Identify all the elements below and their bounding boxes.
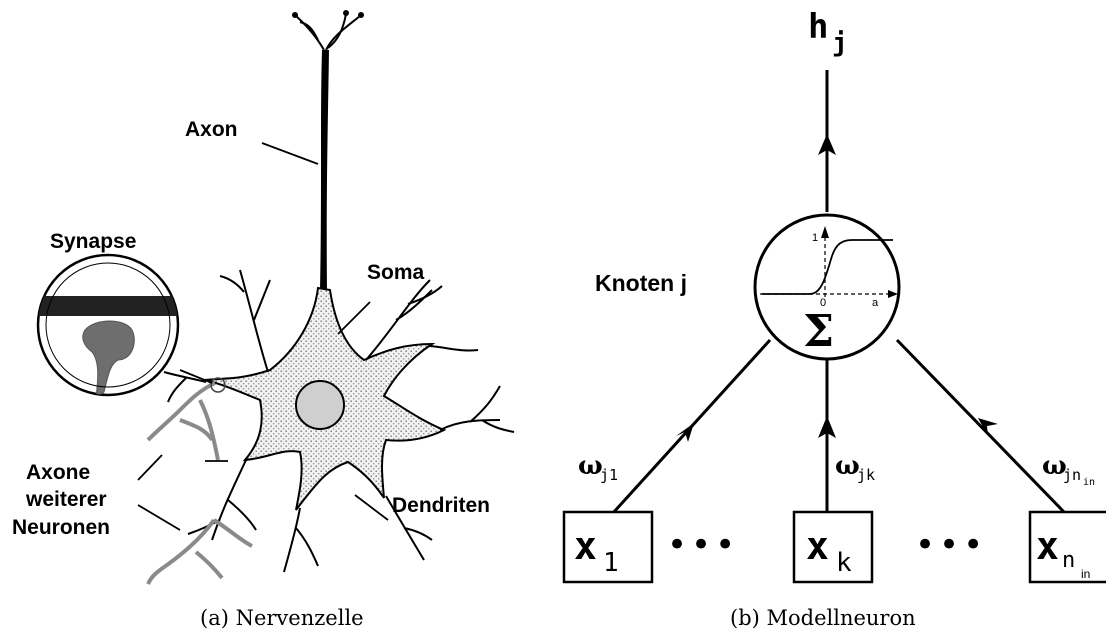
label-leaders bbox=[137, 142, 389, 531]
weight-label-n: ω bbox=[1042, 451, 1067, 481]
axon-terminal-branches bbox=[295, 13, 361, 51]
weight-label-1: ω bbox=[578, 451, 603, 481]
input-arrowhead-n bbox=[978, 418, 998, 436]
axons-label-line1: Axone bbox=[26, 461, 91, 484]
axon-tip bbox=[292, 12, 298, 18]
sum-symbol: Σ bbox=[803, 306, 835, 357]
ellipsis-right: ••• bbox=[915, 525, 988, 565]
axons-label-line2: weiterer bbox=[26, 488, 107, 511]
input-label-n-sub: n bbox=[1062, 548, 1076, 573]
activation-x-tick: 0 bbox=[820, 297, 827, 309]
caption-neuron: (a) Nervenzelle bbox=[200, 606, 364, 630]
axon-tip bbox=[358, 12, 364, 18]
weight-label-n-sub2: in bbox=[1083, 477, 1096, 488]
activation-x-axis-label: a bbox=[872, 297, 879, 309]
axon-label: Axon bbox=[185, 118, 238, 141]
synapse-label: Synapse bbox=[50, 230, 137, 253]
weight-label-k: ω bbox=[835, 451, 860, 481]
activation-y-tick: 1 bbox=[812, 232, 819, 244]
synapse-location-ring bbox=[210, 377, 226, 393]
dendrites-label: Dendriten bbox=[392, 494, 491, 517]
dendrites bbox=[163, 269, 515, 573]
node-label: Knoten j bbox=[595, 270, 687, 296]
weight-label-n-sub: jn bbox=[1063, 466, 1082, 484]
input-edge-1 bbox=[611, 338, 772, 515]
input-label-n-sub2: in bbox=[1081, 567, 1091, 581]
nucleus bbox=[295, 380, 345, 430]
output-label-sub: j bbox=[832, 28, 848, 58]
input-label-1: x bbox=[574, 524, 597, 568]
input-label-k-sub: k bbox=[836, 548, 852, 578]
output-arrowhead bbox=[818, 134, 836, 155]
weight-label-k-sub: jk bbox=[857, 466, 876, 484]
input-label-k: x bbox=[806, 524, 829, 568]
input-edge-n bbox=[895, 338, 1067, 515]
activation-plot bbox=[760, 226, 898, 298]
synapse-magnifier bbox=[36, 253, 180, 397]
input-label-1-sub: 1 bbox=[603, 548, 619, 578]
axons-label-line3: Neuronen bbox=[12, 516, 111, 539]
axon-shaft bbox=[320, 50, 329, 290]
neuron-illustration bbox=[36, 10, 515, 585]
input-arrowhead-1 bbox=[676, 423, 694, 442]
caption-model: (b) Modellneuron bbox=[730, 606, 916, 630]
output-label: h bbox=[808, 7, 829, 47]
sigmoid-curve bbox=[762, 239, 893, 295]
axon-tip bbox=[343, 10, 349, 16]
ellipsis-left: ••• bbox=[667, 525, 740, 565]
input-arrowhead-k bbox=[818, 416, 836, 438]
soma-label: Soma bbox=[367, 261, 425, 284]
incoming-axons bbox=[146, 381, 253, 585]
weight-label-1-sub: j1 bbox=[600, 466, 619, 484]
input-label-n: x bbox=[1036, 524, 1059, 568]
